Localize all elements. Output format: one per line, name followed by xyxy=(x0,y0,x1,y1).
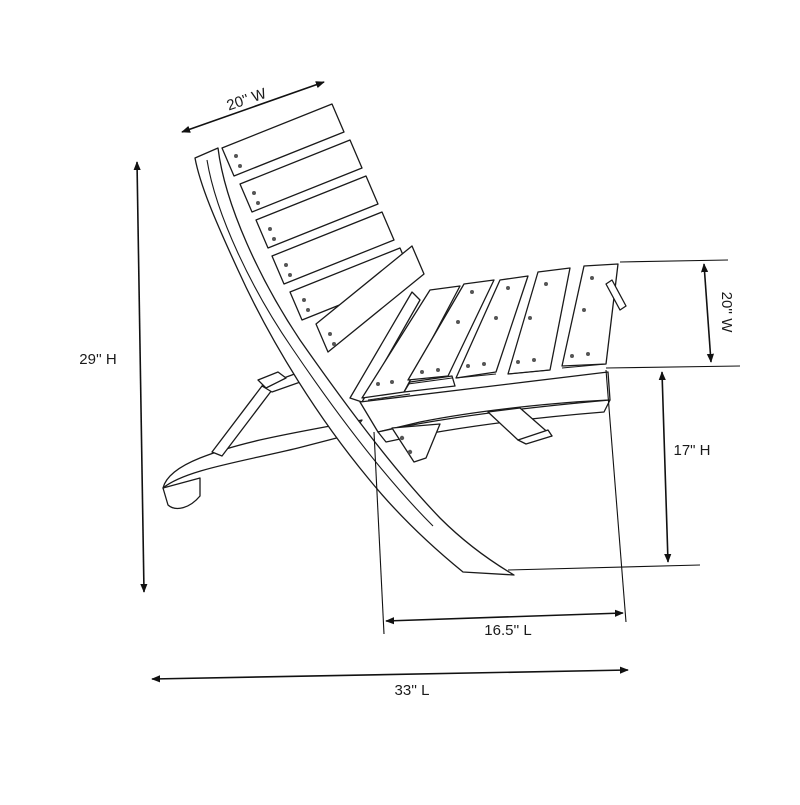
seat-slat-edges xyxy=(367,363,607,401)
overall-length-arrow xyxy=(151,666,629,683)
back-slat-screws xyxy=(234,154,336,346)
seat-height-arrow xyxy=(658,371,672,563)
seat-depth-label: 16.5'' L xyxy=(484,622,531,639)
seat-slat-screws xyxy=(376,276,594,386)
seat-slat xyxy=(403,375,456,393)
back-slat xyxy=(271,211,395,285)
seat-rear-bracket xyxy=(605,279,627,311)
back-slats xyxy=(221,103,425,353)
seat-connector xyxy=(391,423,441,463)
back-slat xyxy=(255,175,379,249)
side-rail xyxy=(194,147,515,576)
seat-slats xyxy=(361,263,619,399)
rear-leg-tab xyxy=(257,371,287,389)
back-slat xyxy=(315,245,425,353)
dimension-lines xyxy=(133,81,741,683)
pivot-bolt xyxy=(407,449,413,455)
pivot-bolt xyxy=(399,435,405,441)
back-slat xyxy=(239,139,363,213)
overall-height-label: 29'' H xyxy=(79,351,116,368)
back-width-arrow xyxy=(181,81,325,133)
overall-height-arrow xyxy=(133,161,148,593)
seat-width-label: 20'' W xyxy=(718,292,735,334)
seat-depth-arrow xyxy=(385,609,624,625)
seat-slat xyxy=(407,279,495,381)
back-support-beam xyxy=(349,291,421,403)
seat-slat xyxy=(361,285,461,399)
seat-slat xyxy=(561,263,619,367)
seat-slat xyxy=(455,275,529,379)
rear-leg-foot xyxy=(162,477,201,510)
seat-width-arrow xyxy=(700,263,715,363)
front-leg-foot xyxy=(517,429,553,445)
overall-length-label: 33'' L xyxy=(395,682,430,699)
chair-drawing xyxy=(162,103,627,576)
side-rail-inner-edge xyxy=(206,159,434,527)
rear-leg xyxy=(162,419,363,489)
seat-height-label: 17" H xyxy=(673,442,710,459)
